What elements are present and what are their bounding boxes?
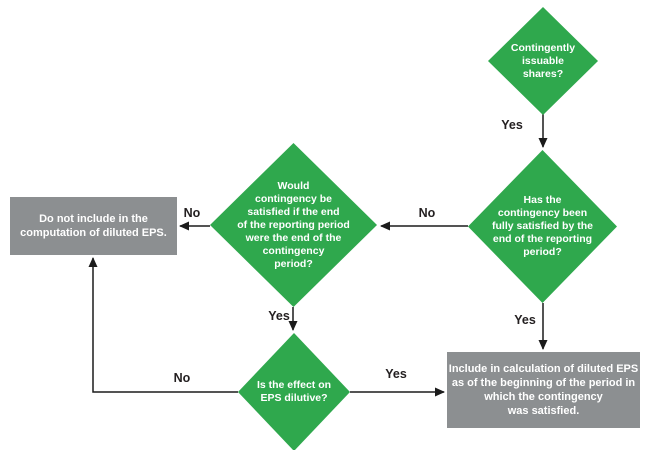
node-contingently-issuable-shares-label: Contingently issuable shares? — [510, 41, 576, 80]
node-contingently-issuable-shares: Contingently issuable shares? — [488, 7, 598, 115]
node-contingency-fully-satisfied-label: Has the contingency been fully satisfied… — [492, 194, 593, 258]
node-include-in-calculation: Include in calculation of diluted EPS as… — [447, 352, 640, 428]
node-would-contingency-be-satisfied-label: Would contingency be satisfied if the en… — [237, 179, 350, 270]
edge-label-would-be-satisfied-no: No — [183, 206, 201, 220]
node-effect-on-eps-dilutive-label: Is the effect on EPS dilutive? — [256, 379, 332, 404]
node-do-not-include: Do not include in the computation of dil… — [10, 197, 177, 255]
node-contingency-fully-satisfied: Has the contingency been fully satisfied… — [468, 150, 617, 303]
edge-label-effect-dilutive-no: No — [173, 371, 191, 385]
edge-label-would-be-satisfied-yes: Yes — [268, 309, 290, 323]
rect-shape — [447, 352, 640, 428]
edge-label-effect-dilutive-yes: Yes — [385, 367, 407, 381]
node-do-not-include-label: Do not include in the computation of dil… — [20, 213, 167, 239]
edge-label-fully-satisfied-no: No — [418, 206, 436, 220]
node-would-contingency-be-satisfied: Would contingency be satisfied if the en… — [210, 143, 377, 307]
edge-label-fully-satisfied-yes: Yes — [514, 313, 536, 327]
edge-label-start-yes: Yes — [501, 118, 523, 132]
node-effect-on-eps-dilutive: Is the effect on EPS dilutive? — [238, 333, 350, 450]
rect-shape — [10, 197, 177, 255]
node-include-in-calculation-label: Include in calculation of diluted EPS as… — [448, 363, 639, 417]
edge-effect-dilutive-no-to-do-not-include — [88, 257, 238, 393]
